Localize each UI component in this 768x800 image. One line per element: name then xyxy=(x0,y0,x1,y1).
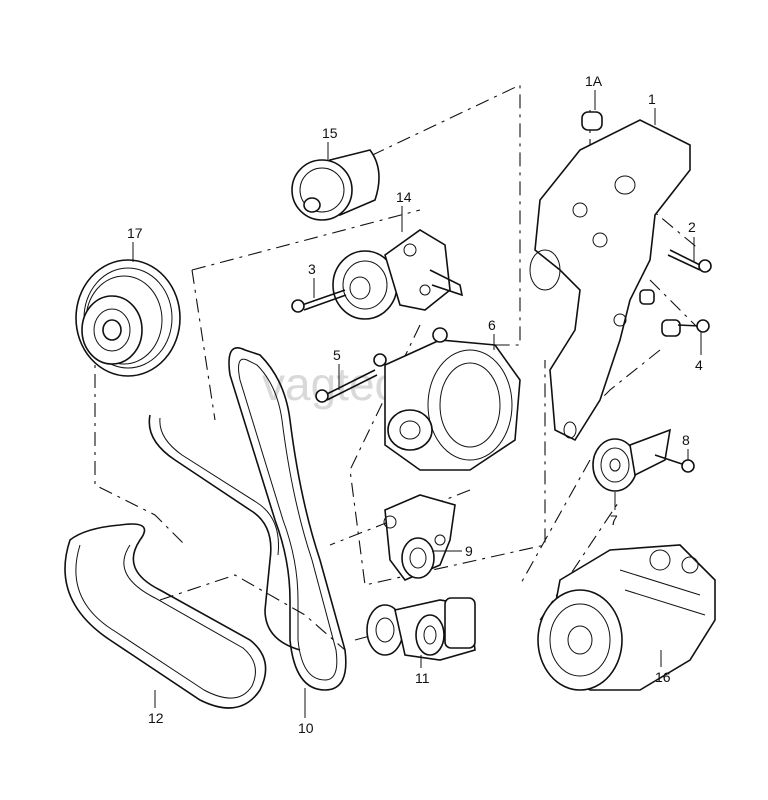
ac-compressor xyxy=(537,544,716,691)
bolt-4 xyxy=(639,289,710,337)
ribbed-belt-12 xyxy=(64,523,267,709)
callout-7: 7 xyxy=(610,512,618,528)
callout-9: 9 xyxy=(465,543,473,559)
tensioner-assembly xyxy=(366,597,476,661)
callout-16: 16 xyxy=(655,669,671,685)
alternator xyxy=(373,327,521,471)
callout-10: 10 xyxy=(298,720,314,736)
sleeve-1a xyxy=(581,111,603,131)
callout-4: 4 xyxy=(695,357,703,373)
callout-11: 11 xyxy=(415,670,430,686)
idler-roller xyxy=(592,428,672,492)
mounting-bracket xyxy=(529,119,691,442)
callout-15: 15 xyxy=(322,125,338,141)
callout-3: 3 xyxy=(308,261,316,277)
callout-17: 17 xyxy=(127,225,143,241)
ribbed-belt-10 xyxy=(148,347,347,691)
callout-1: 1 xyxy=(648,91,656,107)
belt-tensioner xyxy=(383,494,456,581)
callout-labels: 1 1A 2 3 4 5 6 7 8 9 10 11 12 14 15 16 1… xyxy=(127,73,703,736)
callout-2: 2 xyxy=(688,219,696,235)
callout-8: 8 xyxy=(682,432,690,448)
bolt-5 xyxy=(315,369,378,403)
callout-14: 14 xyxy=(396,189,412,205)
leader-lines xyxy=(132,90,702,718)
callout-12: 12 xyxy=(148,710,164,726)
water-pump-pulley xyxy=(291,149,380,221)
callout-1a: 1A xyxy=(585,73,603,89)
bolt-3 xyxy=(291,289,347,313)
alignment-lines xyxy=(94,84,701,651)
callout-5: 5 xyxy=(333,347,341,363)
crankshaft-pulley xyxy=(75,259,181,377)
bolt-2 xyxy=(667,249,712,273)
power-steering-pump xyxy=(332,229,464,320)
callout-6: 6 xyxy=(488,317,496,333)
